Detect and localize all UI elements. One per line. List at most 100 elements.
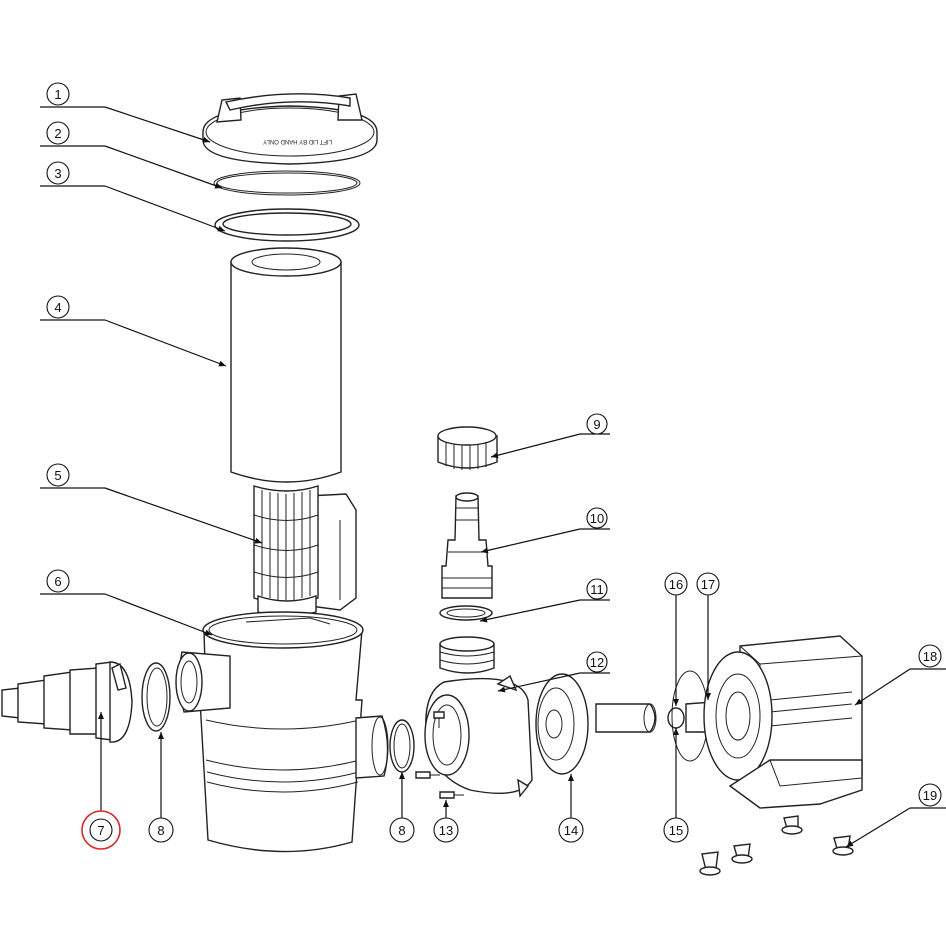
callout-number-circle	[46, 463, 70, 487]
callout-number-circle	[433, 817, 459, 843]
callout-label: 3	[54, 166, 61, 181]
part-suction-feet	[699, 815, 854, 876]
callout-label: 14	[564, 823, 578, 838]
callout-number-circle	[89, 818, 113, 842]
callout-arrowhead	[202, 136, 210, 143]
callout-c18: 18	[854, 644, 946, 706]
callout-c4: 4	[40, 295, 227, 367]
callout-c13: 13	[433, 800, 459, 843]
callout-arrowhead	[98, 712, 104, 719]
callout-c3: 3	[40, 161, 226, 232]
callout-leader-line	[490, 433, 581, 458]
callout-leader-line	[104, 593, 213, 636]
callout-leader-line	[497, 672, 581, 692]
callout-number-circle	[664, 572, 688, 596]
part-lid: LIFT LID BY HAND ONLY	[202, 93, 378, 165]
callout-label: 12	[590, 655, 604, 670]
callout-number-circle	[46, 295, 70, 319]
callout-number-circle	[389, 817, 415, 843]
callout-label: 5	[54, 468, 61, 483]
part-impeller	[535, 673, 657, 775]
callout-number-circle	[663, 817, 689, 843]
callout-label: 8	[157, 823, 164, 838]
callout-arrowhead	[673, 699, 679, 706]
callout-number-circle	[918, 644, 942, 668]
callout-arrowhead	[254, 537, 262, 544]
part-o-ring-inlet	[141, 662, 171, 732]
callout-number-circle	[586, 507, 608, 529]
part-cap-nut	[437, 426, 498, 470]
callout-c2: 2	[40, 121, 223, 189]
callout-label: 16	[669, 577, 683, 592]
callout-arrowhead	[218, 360, 226, 367]
callout-label: 7	[97, 823, 104, 838]
callout-arrowhead	[481, 547, 489, 554]
callout-arrowhead	[480, 616, 488, 623]
callout-leader-line	[104, 487, 263, 544]
part-screws	[415, 711, 464, 799]
callout-arrowhead	[705, 693, 711, 700]
callout-arrowhead	[399, 772, 405, 779]
callout-c6: 6	[40, 569, 213, 636]
callout-c9: 9	[490, 413, 610, 459]
callout-label: 11	[590, 582, 604, 597]
callout-leader-line	[104, 185, 226, 232]
callout-arrowhead	[673, 728, 679, 735]
callout-c8b: 8	[389, 772, 415, 843]
callout-arrowhead	[204, 629, 212, 636]
lid-imprint-text: LIFT LID BY HAND ONLY	[263, 138, 332, 144]
callout-label: 18	[923, 649, 937, 664]
part-lid-o-ring	[213, 170, 361, 196]
callout-number-circle	[586, 578, 608, 600]
callout-c15: 15	[663, 728, 689, 843]
callout-number-circle	[46, 569, 70, 593]
callout-number-circle	[46, 121, 70, 145]
callout-c5: 5	[40, 463, 263, 544]
part-adaptor-ring	[439, 605, 493, 621]
callout-leader-line	[845, 807, 911, 848]
callout-number-circle	[148, 817, 174, 843]
callout-leader-line	[854, 668, 911, 706]
callout-leader-line	[480, 528, 581, 553]
callout-number-circle	[918, 783, 942, 807]
callout-arrowhead	[443, 800, 449, 807]
callout-number-circle	[558, 817, 584, 843]
callout-c11: 11	[479, 578, 610, 623]
callout-arrowhead	[158, 732, 164, 739]
callout-arrowhead	[846, 840, 854, 847]
callout-label: 4	[54, 300, 61, 315]
callout-label: 10	[590, 511, 604, 526]
callout-label: 19	[923, 788, 937, 803]
callout-number-circle	[46, 82, 70, 106]
callout-label: 9	[593, 417, 600, 432]
callout-arrowhead	[855, 698, 863, 705]
callout-number-circle	[46, 161, 70, 185]
callout-number-circle	[696, 572, 720, 596]
callout-label: 6	[54, 574, 61, 589]
callout-leader-line	[104, 145, 223, 189]
part-filter-sleeve	[230, 247, 342, 483]
callout-label: 1	[54, 87, 61, 102]
callout-leader-line	[479, 599, 581, 622]
callout-arrowhead	[214, 182, 222, 189]
callout-number-circle	[586, 651, 608, 673]
callout-c17: 17	[696, 572, 720, 700]
callout-arrowhead	[217, 225, 225, 232]
part-filter-housing	[175, 611, 389, 853]
part-hose-adaptor	[441, 492, 493, 599]
part-gasket-ring	[214, 208, 360, 242]
callout-leader-line	[104, 106, 211, 143]
callout-c12: 12	[497, 651, 610, 693]
callout-leader-line	[104, 319, 227, 367]
callout-label: 15	[669, 823, 683, 838]
part-motor-block	[703, 635, 863, 809]
callout-label: 13	[439, 823, 453, 838]
callout-number-circle	[586, 413, 608, 435]
callout-arrowhead	[568, 774, 574, 781]
callout-arrowhead	[498, 686, 506, 693]
callout-label: 8	[398, 823, 405, 838]
callout-c19: 19	[845, 783, 946, 848]
highlight-circle	[81, 810, 121, 850]
callout-c14: 14	[558, 774, 584, 843]
